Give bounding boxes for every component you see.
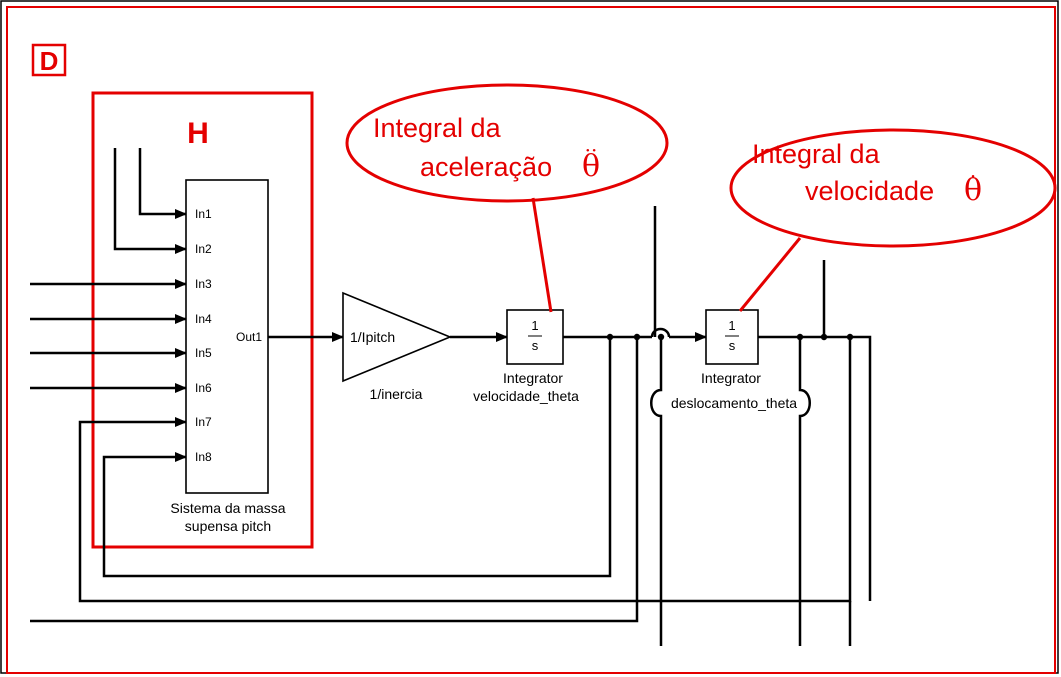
subsystem-caption-line1: Sistema da massa — [170, 500, 285, 516]
integrator2-denominator: s — [729, 338, 736, 353]
integrator1-caption-line1: Integrator — [503, 370, 563, 386]
callout1-line2: aceleração — [420, 152, 552, 182]
callout2-line1: Integral da — [752, 139, 881, 169]
integrator-velocidade-block[interactable]: 1 s — [506, 309, 564, 365]
integrator2-caption-line1: Integrator — [701, 370, 761, 386]
callout2-line2: velocidade — [805, 176, 934, 206]
integrator2-numerator: 1 — [728, 318, 735, 333]
gain-caption: 1/inercia — [370, 386, 423, 402]
integrator1-numerator: 1 — [531, 318, 538, 333]
integrator1-caption-line2: velocidade_theta — [473, 388, 579, 404]
frame-label-d: D — [31, 43, 67, 77]
integrator2-caption-line2: deslocamento_theta — [671, 395, 797, 411]
red-panel-frame — [6, 6, 1056, 674]
highlight-label-h: H — [187, 117, 209, 150]
subsystem-caption-line2: supensa pitch — [185, 518, 271, 534]
subsystem-block[interactable]: In1 In2 In3 In4 In5 In6 In7 In8 Out1 — [185, 179, 269, 494]
port-in6: In6 — [195, 381, 212, 395]
port-in1: In1 — [195, 207, 212, 221]
port-in4: In4 — [195, 312, 212, 326]
port-in7: In7 — [195, 415, 212, 429]
gain-label: 1/Ipitch — [350, 329, 395, 345]
callout-integral-velocidade: Integral da velocidade · θ — [729, 128, 1057, 312]
theta-dot-symbol: θ — [964, 173, 982, 208]
callout-integral-aceleracao: Integral da aceleração ·· θ — [345, 83, 669, 313]
integrator-deslocamento-block[interactable]: 1 s — [705, 309, 759, 365]
port-in3: In3 — [195, 277, 212, 291]
signal-wires — [30, 148, 872, 646]
port-in5: In5 — [195, 346, 212, 360]
integrator1-denominator: s — [532, 338, 539, 353]
callout1-dots: ·· — [585, 138, 598, 162]
svg-text:D: D — [40, 46, 59, 76]
callout2-dot: · — [970, 164, 976, 188]
port-in2: In2 — [195, 242, 212, 256]
port-in8: In8 — [195, 450, 212, 464]
theta-double-dot-symbol: θ — [582, 149, 600, 184]
callout1-line1: Integral da — [373, 113, 502, 143]
junction-dots — [606, 333, 854, 341]
gain-block[interactable]: 1/Ipitch — [342, 291, 453, 383]
port-out1: Out1 — [236, 330, 262, 344]
